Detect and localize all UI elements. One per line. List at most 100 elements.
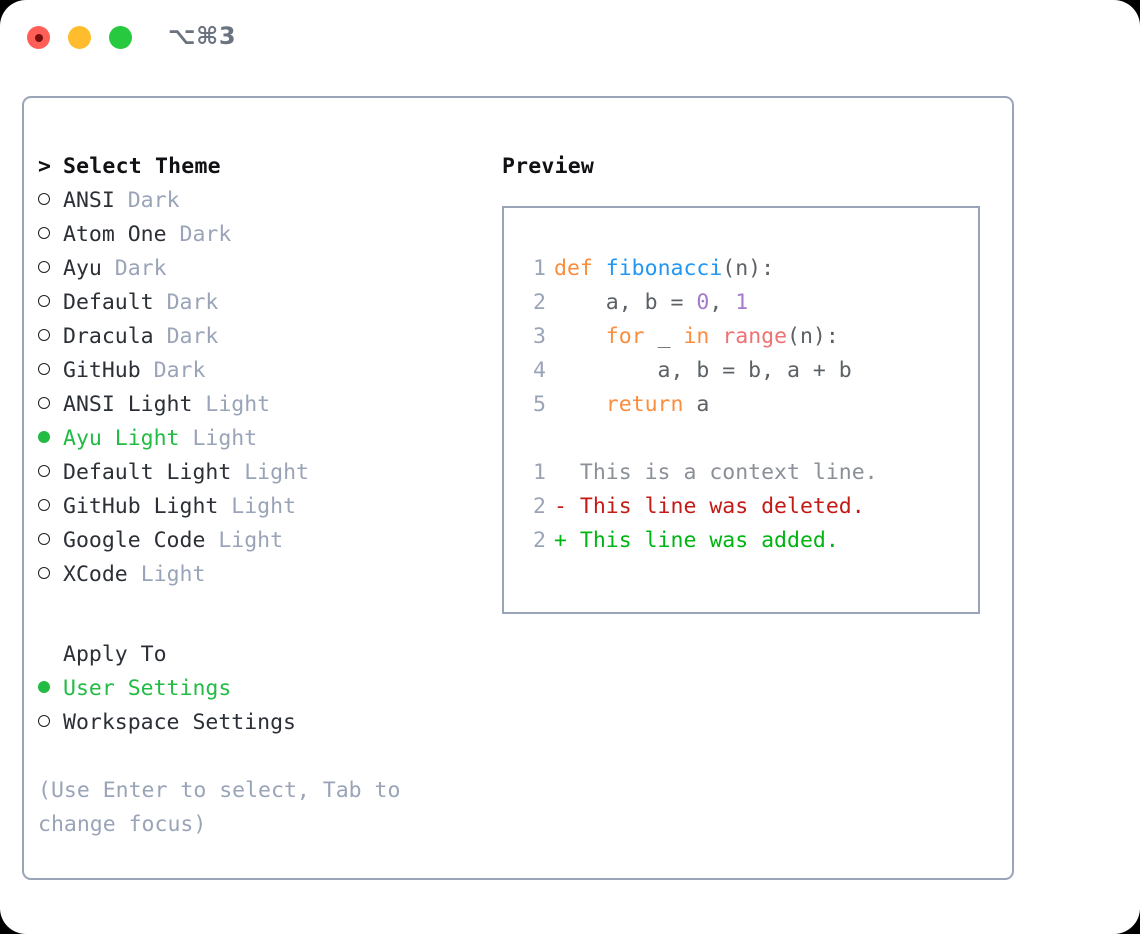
radio-dot [38,193,50,205]
diff-sign: - [554,494,580,519]
select-theme-heading-label: Select Theme [63,154,221,179]
theme-kind-tag: Light [205,392,271,417]
radio-unselected-icon[interactable] [38,388,63,422]
radio-unselected-icon[interactable] [38,354,63,388]
name-kind-separator [167,222,180,247]
diff-text: This line was deleted. [579,494,865,519]
theme-name: Ayu Light [63,426,180,451]
heading-caret: > [38,154,65,179]
apply-to-label: User Settings [63,676,232,701]
code-line: 4 a, b = b, a + b [516,354,978,388]
apply-to-item[interactable]: User Settings [38,672,498,706]
keyboard-hint: (Use Enter to select, Tab to change focu… [38,778,401,837]
code-token: _ [644,324,684,349]
radio-dot [38,567,50,579]
theme-list-item[interactable]: XCode Light [38,558,498,592]
diff-line-number: 2 [533,494,546,519]
theme-list-item[interactable]: Ayu Light Light [38,422,498,456]
code-token: return [605,392,684,417]
radio-dot [38,499,50,511]
diff-line-number: 2 [533,528,546,553]
code-token: fibonacci [605,256,723,281]
radio-dot [38,465,50,477]
radio-selected-icon[interactable] [38,422,63,456]
theme-name: GitHub [63,358,141,383]
code-line: 1 def fibonacci(n): [516,252,978,286]
radio-dot [38,533,50,545]
radio-unselected-icon[interactable] [38,286,63,320]
apply-to-item[interactable]: Workspace Settings [38,706,498,740]
theme-list-item[interactable]: Google Code Light [38,524,498,558]
code-token: a, b = [554,290,697,315]
theme-list-item[interactable]: Ayu Dark [38,252,498,286]
theme-kind-tag: Light [140,562,206,587]
radio-unselected-icon[interactable] [38,252,63,286]
radio-unselected-icon[interactable] [38,558,63,592]
theme-name: Dracula [63,324,154,349]
close-button-icon[interactable] [27,26,50,49]
theme-list-item[interactable]: Dracula Dark [38,320,498,354]
keyboard-shortcut-label: ⌥⌘3 [168,22,237,50]
radio-dot [38,397,50,409]
zoom-button-icon[interactable] [109,26,132,49]
theme-kind-tag: Dark [114,256,167,281]
theme-list-item[interactable]: Default Light Light [38,456,498,490]
radio-dot [38,363,50,375]
diff-text: This line was added. [579,528,839,553]
line-number: 3 [533,324,546,349]
line-number: 1 [533,256,546,281]
code-line: 5 return a [516,388,978,422]
code-token: 0 [696,290,710,315]
theme-list-item[interactable]: GitHub Dark [38,354,498,388]
section-spacer [38,592,498,638]
code-token: (n): [722,256,775,281]
radio-unselected-icon[interactable] [38,184,63,218]
radio-selected-icon[interactable] [38,672,63,706]
diff-text: This is a context line. [579,460,878,485]
theme-name: Ayu [63,256,102,281]
theme-list-item[interactable]: Default Dark [38,286,498,320]
theme-name: Google Code [63,528,206,553]
preview-title: Preview [502,154,595,179]
radio-dot [38,227,50,239]
code-token: for [605,324,645,349]
radio-unselected-icon[interactable] [38,218,63,252]
theme-name: GitHub Light [63,494,219,519]
theme-kind-tag: Light [192,426,258,451]
code-token [554,392,606,417]
diff-sample: 1 This is a context line.2- This line wa… [516,456,978,558]
theme-name: XCode [63,562,128,587]
theme-list-item[interactable]: ANSI Light Light [38,388,498,422]
theme-list-item[interactable]: GitHub Light Light [38,490,498,524]
code-token: a, b = b, a + b [554,358,852,383]
radio-dot [38,295,50,307]
radio-dot [38,261,50,273]
theme-name: ANSI Light [63,392,193,417]
diff-line: 2+ This line was added. [516,524,978,558]
radio-unselected-icon[interactable] [38,490,63,524]
code-token: def [554,256,593,281]
theme-name: Default Light [63,460,232,485]
minimize-button-icon[interactable] [68,26,91,49]
name-kind-separator [231,460,244,485]
theme-list-item[interactable]: Atom One Dark [38,218,498,252]
radio-dot [38,329,50,341]
radio-unselected-icon[interactable] [38,456,63,490]
code-line: 3 for _ in range(n): [516,320,978,354]
select-theme-heading: > Select Theme [38,150,498,184]
theme-list-item[interactable]: ANSI Dark [38,184,498,218]
name-kind-separator [180,426,193,451]
name-kind-separator [115,188,128,213]
radio-unselected-icon[interactable] [38,706,63,740]
radio-unselected-icon[interactable] [38,524,63,558]
theme-kind-tag: Dark [166,290,219,315]
radio-unselected-icon[interactable] [38,320,63,354]
code-token [554,324,606,349]
line-number: 2 [533,290,546,315]
name-kind-separator [218,494,231,519]
